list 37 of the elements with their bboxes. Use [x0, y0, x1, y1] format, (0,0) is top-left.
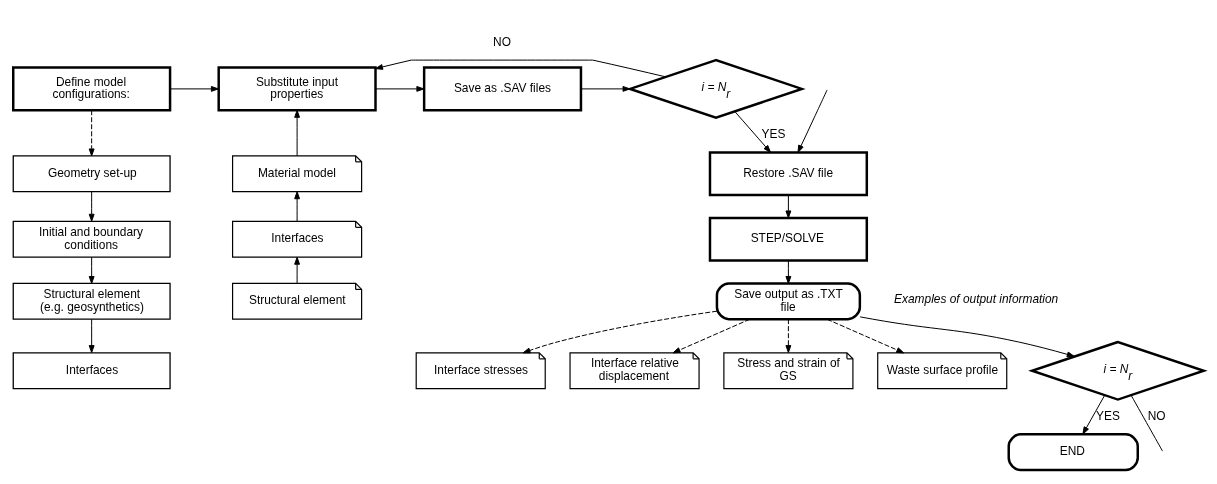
arrow: [826, 318, 905, 354]
arrow: [375, 85, 425, 92]
arrow: [294, 191, 301, 222]
label: Examples of output information: [894, 292, 1059, 307]
arrow: [785, 318, 792, 354]
arrow: [785, 260, 792, 284]
arrow: [88, 191, 95, 222]
arrow: [375, 59, 667, 78]
arrow: [88, 109, 95, 157]
node-box: Restore .SAV file: [708, 151, 869, 197]
node-box: Structural element (e.g. geosynthetics): [12, 282, 171, 320]
node-box: Save output as .TXT file: [715, 282, 862, 321]
edge-label: YES: [761, 127, 786, 142]
node-box: Save as .SAV files: [422, 66, 583, 112]
node-box: Substitute input properties: [217, 66, 377, 112]
arrow: [88, 318, 95, 354]
edge-label: NO: [1147, 409, 1166, 424]
edge-label: NO: [493, 34, 511, 49]
node-box: Initial and boundary conditions: [12, 220, 171, 258]
arrow: [580, 85, 631, 92]
arrow: [1082, 394, 1106, 435]
node-box: Geometry set-up: [12, 155, 171, 193]
arrow: [169, 85, 219, 92]
arrow: [797, 89, 828, 153]
edge-label: YES: [1096, 409, 1120, 424]
arrow: [785, 194, 792, 219]
node-box: END: [1007, 433, 1139, 472]
arrow: [294, 256, 301, 284]
node-box: Define model configurations:: [12, 66, 172, 112]
arrow: [734, 111, 771, 153]
arrow: [88, 256, 95, 284]
connector: [1130, 394, 1163, 452]
arrow: [522, 310, 718, 354]
arrow: [294, 109, 301, 157]
arrow: [672, 318, 751, 354]
node-box: STEP/SOLVE: [708, 216, 869, 262]
node-box: Interfaces: [12, 352, 171, 390]
